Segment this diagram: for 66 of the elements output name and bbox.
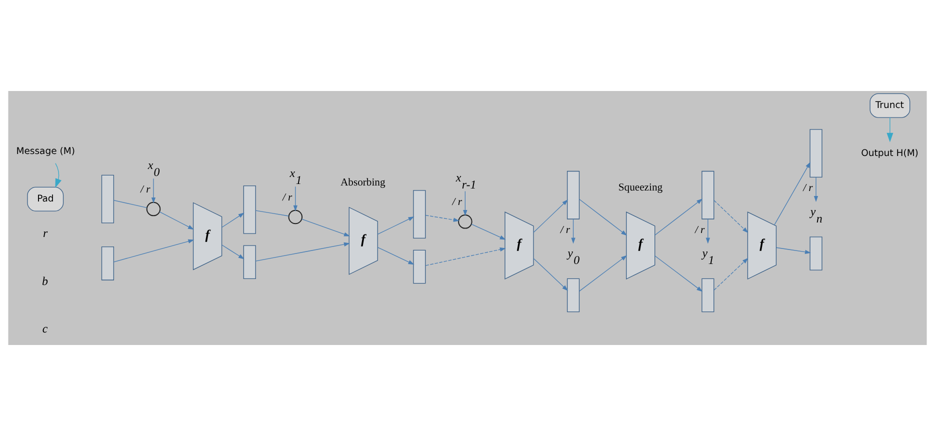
node-text: Message (M) — [16, 145, 75, 156]
arrow — [706, 218, 710, 244]
node-text: Output H(M) — [861, 147, 918, 158]
node-box — [243, 185, 256, 234]
arrow — [654, 255, 703, 292]
node-box — [101, 174, 114, 223]
node-box: f — [626, 211, 656, 280]
edge-label: / r — [140, 184, 150, 195]
node-box — [243, 244, 256, 279]
node-box: f — [747, 211, 777, 280]
arrow — [579, 254, 628, 292]
arrow — [714, 200, 748, 233]
node-circle — [288, 209, 303, 224]
node-box: f — [348, 206, 378, 274]
edge-label: / r — [803, 182, 813, 194]
arrow — [654, 198, 703, 235]
connector — [114, 199, 148, 208]
node-box — [702, 170, 714, 219]
arrow — [378, 246, 414, 264]
node-box — [413, 190, 426, 238]
arrow — [222, 244, 244, 259]
arrow — [425, 246, 506, 266]
arrow — [463, 190, 468, 216]
node-box: Pad — [27, 186, 64, 211]
arrow — [571, 218, 576, 244]
node-circle — [458, 214, 472, 228]
label: r — [43, 226, 48, 240]
node-box — [810, 236, 822, 270]
node-box — [810, 128, 822, 178]
edge-label: / r — [452, 196, 462, 208]
arrow — [425, 214, 460, 222]
edge-label: / r — [694, 224, 705, 236]
arrow — [222, 212, 244, 228]
connector — [255, 210, 290, 216]
node-box — [101, 246, 114, 280]
arrow — [255, 242, 350, 261]
label: c — [42, 321, 48, 336]
arrow — [774, 161, 810, 225]
node-box: f — [192, 202, 222, 270]
node-box — [566, 278, 580, 312]
arrow — [301, 218, 350, 236]
arrow — [471, 223, 506, 240]
arrow — [579, 198, 628, 236]
arrow — [293, 186, 298, 211]
label: Squeezing — [618, 182, 663, 193]
node-box: Trunct — [870, 92, 910, 118]
arrow — [55, 162, 62, 188]
node-box — [566, 170, 580, 219]
arrow — [114, 238, 194, 262]
arrow — [533, 258, 568, 290]
arrow — [886, 116, 894, 142]
arrow — [714, 257, 748, 290]
node-circle — [146, 201, 161, 216]
arrow — [776, 246, 811, 254]
arrow — [159, 211, 194, 230]
arrow — [151, 178, 156, 203]
arrow — [378, 216, 414, 234]
node-box — [702, 278, 714, 312]
label: b — [42, 273, 48, 288]
edge-label: / r — [560, 224, 570, 236]
arrow — [533, 199, 568, 232]
node-box: f — [504, 211, 534, 280]
edge-label: / r — [282, 192, 292, 203]
node-box — [413, 249, 426, 284]
label: Absorbing — [340, 177, 386, 188]
arrow — [814, 176, 818, 202]
